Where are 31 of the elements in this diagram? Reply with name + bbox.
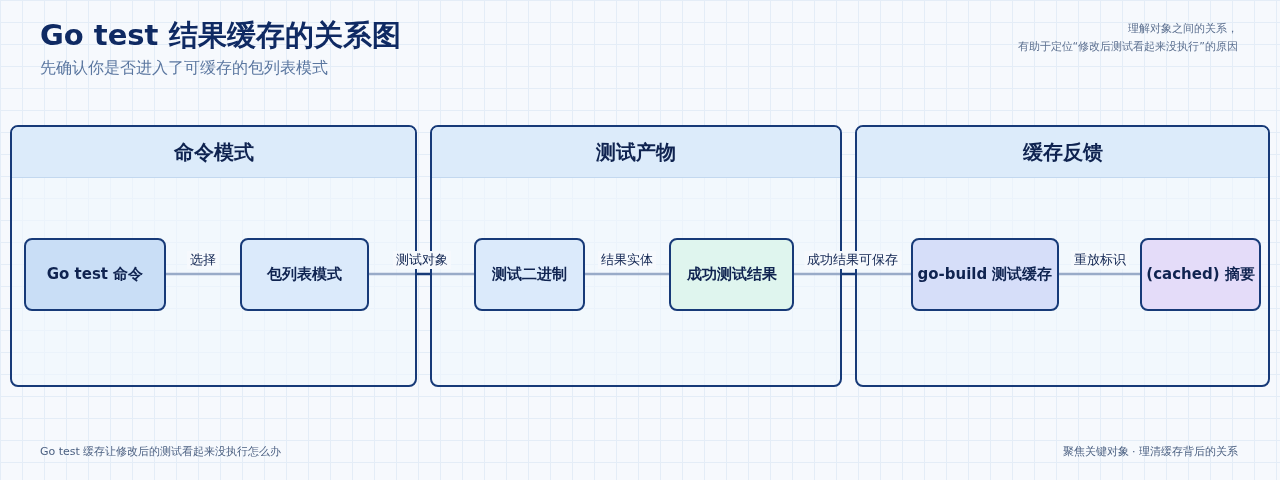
- panel-heading: 测试产物: [432, 127, 840, 178]
- connector-line: [1059, 272, 1140, 276]
- note-text: 理解对象之间的关系，: [1128, 21, 1238, 36]
- process-box: [1140, 238, 1261, 311]
- title: Go test 结果缓存的关系图: [40, 17, 401, 54]
- process-box: [474, 238, 585, 311]
- panel-heading: 缓存反馈: [857, 127, 1268, 178]
- connector-line: [369, 272, 474, 276]
- node-label: go-build 测试缓存: [917, 265, 1053, 284]
- footer-text: 聚焦关键对象 · 理清缓存背后的关系: [1062, 444, 1238, 459]
- connector-line: [166, 272, 240, 276]
- process-box: [669, 238, 794, 311]
- node-label: 成功测试结果: [686, 265, 777, 284]
- footer-text: Go test 缓存让修改后的测试看起来没执行怎么办: [40, 444, 282, 459]
- node-label: Go test 命令: [46, 265, 144, 284]
- panel-heading: 命令模式: [12, 127, 415, 178]
- edge-label: 重放标识: [1070, 251, 1129, 269]
- edge-label: 结果实体: [598, 251, 656, 269]
- subtitle: 先确认你是否进入了可缓存的包列表模式: [40, 58, 328, 79]
- process-box: [24, 238, 166, 311]
- process-box: [240, 238, 369, 311]
- note-text: 有助于定位“修改后测试看起来没执行”的原因: [1017, 39, 1238, 54]
- edge-label: 成功结果可保存: [804, 251, 901, 269]
- process-box: [911, 238, 1059, 311]
- connector-line: [794, 272, 911, 276]
- node-label: 测试二进制: [492, 265, 567, 284]
- edge-label: 选择: [187, 251, 219, 269]
- node-label: (cached) 摘要: [1146, 265, 1255, 284]
- node-label: 包列表模式: [267, 265, 342, 284]
- connector-line: [585, 272, 669, 276]
- edge-label: 测试对象: [392, 251, 451, 269]
